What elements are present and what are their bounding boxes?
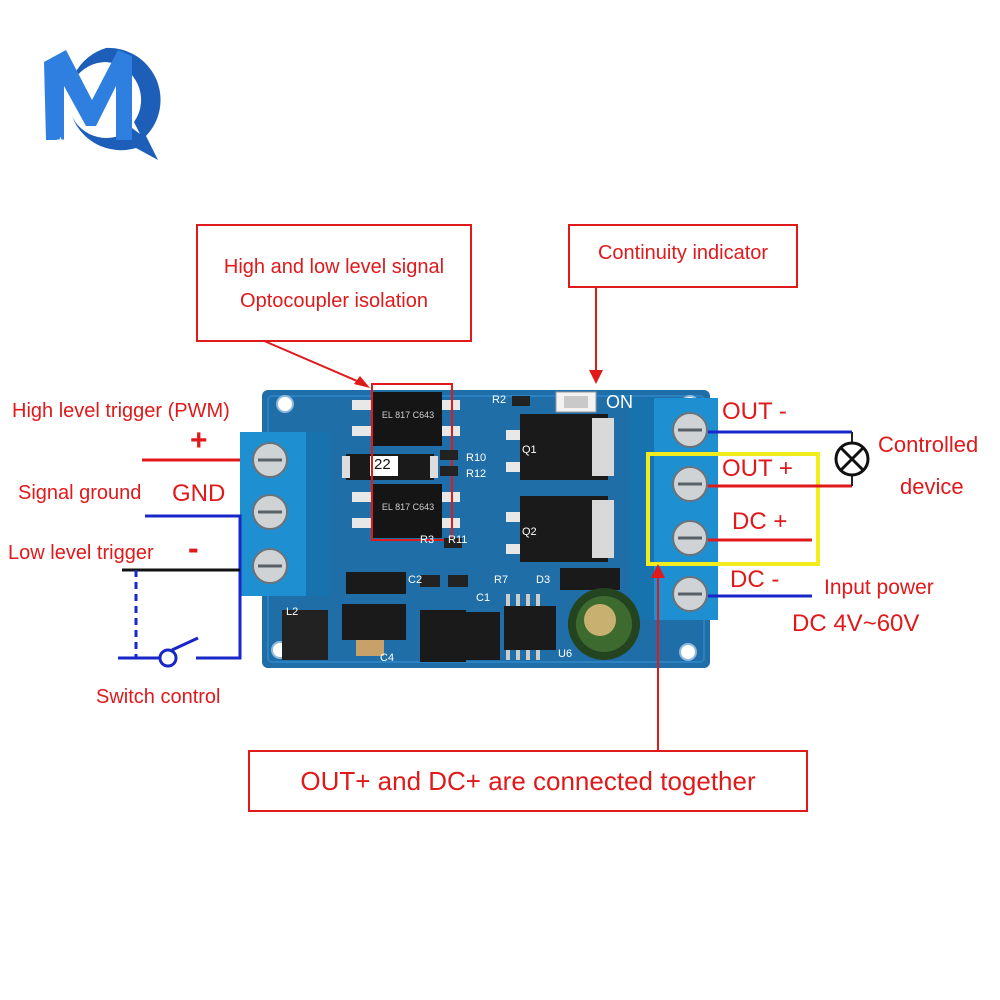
optocoupler-highlight: [371, 383, 453, 541]
board-c2: C2: [408, 574, 423, 586]
board-r3: R3: [420, 534, 435, 546]
board-r11: R11: [448, 534, 468, 546]
chip-22-label: 22: [374, 456, 391, 473]
optocoupler-top: [352, 392, 460, 446]
label-dc-plus: DC +: [732, 508, 788, 535]
board-c4: C4: [380, 652, 395, 664]
voltage-regulator-chip: [504, 594, 556, 660]
callout-optocoupler-line2: Optocoupler isolation: [240, 290, 428, 312]
label-input-power: Input power: [824, 576, 934, 599]
board-r12: R12: [466, 468, 487, 480]
board-on-label: ON: [606, 392, 633, 412]
callout-optocoupler: High and low level signal Optocoupler is…: [196, 224, 472, 342]
mosfet-q1: [506, 414, 614, 480]
label-out-minus: OUT -: [722, 398, 787, 425]
board-l2: L2: [286, 606, 299, 618]
label-low-trigger: Low level trigger: [8, 542, 154, 564]
label-minus: -: [188, 530, 199, 566]
out-dc-plus-highlight: [646, 452, 820, 566]
label-out-plus: OUT +: [722, 455, 793, 482]
label-controlled: Controlled: [878, 432, 979, 457]
inductor-l2: [282, 610, 328, 660]
electrolytic-capacitor: [568, 588, 640, 660]
board-c1: C1: [476, 592, 491, 604]
board-r7: R7: [494, 574, 509, 586]
board-d3: D3: [536, 574, 551, 586]
svg-text:★: ★: [80, 136, 89, 147]
label-gnd: GND: [172, 480, 226, 507]
label-plus: +: [190, 424, 208, 457]
board-q2: Q2: [522, 526, 537, 538]
label-device: device: [900, 474, 964, 499]
right-terminal-block: [630, 398, 718, 620]
left-terminal-block: [240, 432, 330, 596]
mosfet-q2: [506, 496, 614, 562]
board-r2: R2: [492, 394, 507, 406]
chip-ss34-right: [560, 568, 620, 590]
brand-logo: ★ ★ ★: [44, 47, 161, 160]
chip-ss34-left: [346, 572, 406, 594]
board-q1: Q1: [522, 444, 537, 456]
switch-symbol: [158, 636, 199, 668]
label-signal-ground: Signal ground: [18, 482, 142, 504]
lamp-symbol: [834, 441, 870, 477]
callout-connected: OUT+ and DC+ are connected together: [248, 750, 808, 812]
callout-connected-text: OUT+ and DC+ are connected together: [300, 766, 756, 796]
callout-indicator-text: Continuity indicator: [597, 242, 769, 264]
opto-mark-top: EL 817 C643: [381, 410, 435, 420]
opto-mark-bottom: EL 817 C643: [381, 502, 435, 512]
callout-indicator: Continuity indicator: [568, 224, 798, 288]
svg-text:★: ★: [56, 136, 65, 147]
board-r10: R10: [466, 452, 487, 464]
label-high-trigger: High level trigger (PWM): [12, 400, 230, 422]
svg-text:★: ★: [66, 122, 79, 138]
callout-optocoupler-line1: High and low level signal: [223, 256, 445, 278]
label-input-range: DC 4V~60V: [792, 610, 920, 637]
label-switch-control: Switch control: [96, 686, 221, 708]
optocoupler-bottom: [352, 484, 460, 538]
board-u6: U6: [558, 648, 573, 660]
label-dc-minus: DC -: [730, 566, 780, 593]
